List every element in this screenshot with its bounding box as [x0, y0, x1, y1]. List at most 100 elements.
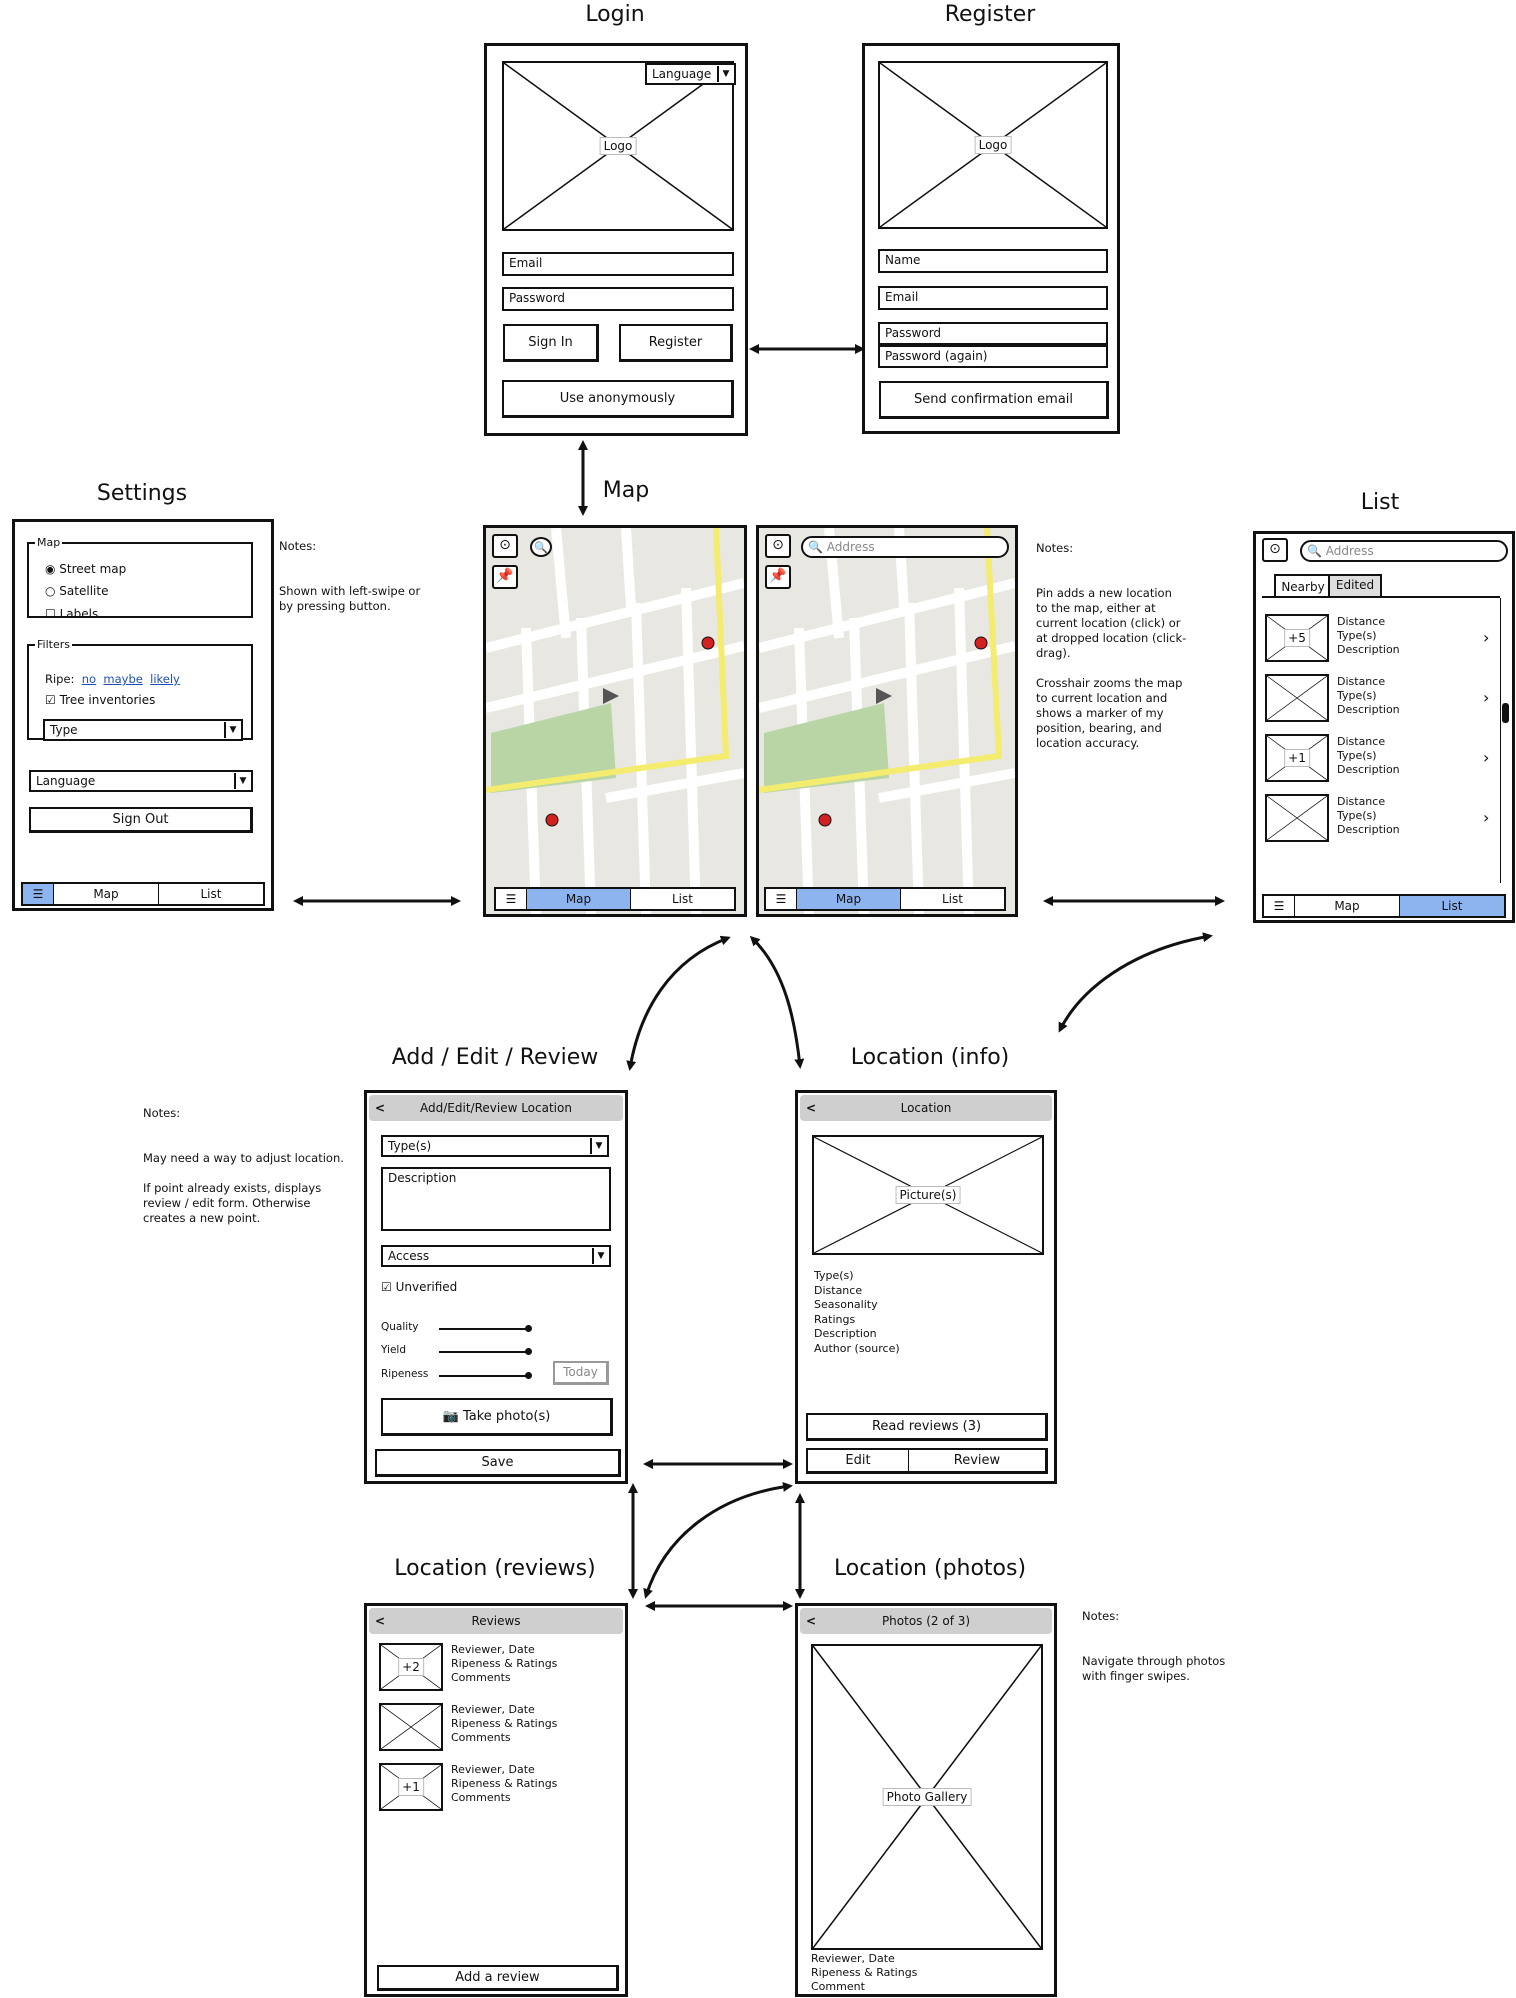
menu-icon[interactable]: ☰: [775, 892, 787, 906]
pin-icon[interactable]: 📌: [765, 565, 791, 589]
search-icon[interactable]: 🔍: [530, 537, 552, 557]
review-item[interactable]: +2 Reviewer, Date Ripeness & Ratings Com…: [379, 1643, 619, 1693]
address-search-input[interactable]: 🔍 Address: [1300, 540, 1508, 562]
tab-list[interactable]: List: [630, 889, 734, 909]
ripe-likely-link[interactable]: likely: [150, 672, 180, 686]
password-field[interactable]: Password: [502, 287, 734, 311]
menu-icon[interactable]: ☰: [23, 884, 53, 904]
email-field[interactable]: Email: [878, 286, 1108, 310]
satellite-radio[interactable]: ○ Satellite: [45, 584, 109, 598]
screen-header: < Photos (2 of 3): [800, 1608, 1052, 1634]
map-group-label: Map: [37, 536, 61, 549]
tab-map[interactable]: Map: [796, 889, 900, 909]
review-item-text: Reviewer, Date Ripeness & Ratings Commen…: [451, 1643, 557, 1685]
arrow-info-reviews: [643, 1481, 793, 1599]
use-anonymously-button[interactable]: Use anonymously: [502, 380, 734, 418]
list-item[interactable]: Distance Type(s) Description ›: [1265, 794, 1495, 844]
tab-nearby[interactable]: Nearby: [1274, 574, 1332, 598]
tab-map[interactable]: Map: [526, 889, 630, 909]
tab-map-label: Map: [93, 887, 119, 901]
address-placeholder: Address: [826, 540, 875, 554]
password-again-label: Password (again): [885, 349, 988, 363]
ripeness-slider[interactable]: [439, 1372, 532, 1379]
take-photo-button[interactable]: 📷 Take photo(s): [381, 1398, 613, 1436]
street-map-radio[interactable]: ◉ Street map: [45, 562, 127, 576]
chevron-down-icon: ▼: [717, 66, 733, 82]
yield-slider[interactable]: [439, 1348, 532, 1355]
name-label: Name: [885, 253, 921, 267]
list-item[interactable]: Distance Type(s) Description ›: [1265, 674, 1495, 724]
tab-list[interactable]: List: [1399, 896, 1504, 916]
quality-slider[interactable]: [439, 1325, 532, 1332]
read-reviews-button[interactable]: Read reviews (3): [806, 1413, 1048, 1441]
save-button[interactable]: Save: [375, 1449, 621, 1477]
description-textarea[interactable]: Description: [381, 1167, 611, 1231]
send-confirmation-button[interactable]: Send confirmation email: [879, 381, 1109, 419]
photo-count-badge: +1: [398, 1778, 424, 1796]
ripeness-ratings-label: Ripeness & Ratings: [451, 1657, 558, 1670]
notes-body: Shown with left-swipe or by pressing but…: [279, 584, 421, 613]
take-photo-label: Take photo(s): [462, 1409, 551, 1424]
ripeness-ratings-label: Ripeness & Ratings: [451, 1777, 558, 1790]
back-icon[interactable]: <: [375, 1101, 386, 1115]
ripe-no-link[interactable]: no: [81, 672, 97, 686]
photo-gallery-placeholder[interactable]: Photo Gallery: [811, 1644, 1043, 1950]
arrow-map-info: [749, 935, 805, 1069]
back-icon[interactable]: <: [375, 1614, 386, 1628]
name-field[interactable]: Name: [878, 249, 1108, 273]
thumbnail-placeholder: +1: [379, 1763, 443, 1811]
types-select[interactable]: Type(s)▼: [381, 1135, 609, 1157]
review-button[interactable]: Review: [909, 1450, 1045, 1471]
edit-review-bar: Edit Review: [806, 1448, 1048, 1474]
sign-out-button[interactable]: Sign Out: [29, 807, 253, 833]
email-field[interactable]: Email: [502, 252, 734, 276]
crosshair-icon[interactable]: ⊙: [492, 534, 518, 558]
ripe-maybe-link[interactable]: maybe: [103, 672, 143, 686]
ripe-label: Ripe:: [45, 672, 75, 686]
password-again-field[interactable]: Password (again): [878, 345, 1108, 368]
signin-button[interactable]: Sign In: [503, 324, 599, 362]
pin-icon[interactable]: 📌: [492, 565, 518, 589]
crosshair-icon[interactable]: ⊙: [1262, 538, 1288, 562]
scrollbar[interactable]: [1500, 598, 1511, 883]
crosshair-icon[interactable]: ⊙: [765, 534, 791, 558]
back-icon[interactable]: <: [806, 1101, 817, 1115]
comments-label: Comments: [451, 1791, 511, 1804]
tab-list-label: List: [200, 887, 222, 901]
address-search-input[interactable]: 🔍 Address: [801, 536, 1009, 558]
edit-button[interactable]: Edit: [808, 1450, 909, 1471]
password-field[interactable]: Password: [878, 322, 1108, 345]
tab-map[interactable]: Map: [53, 884, 158, 904]
notes-heading: Notes:: [279, 539, 317, 553]
access-select[interactable]: Access▼: [381, 1245, 611, 1267]
language-select[interactable]: Language ▼: [645, 63, 736, 85]
review-item[interactable]: Reviewer, Date Ripeness & Ratings Commen…: [379, 1703, 619, 1753]
menu-icon[interactable]: ☰: [1273, 899, 1285, 913]
review-item[interactable]: +1 Reviewer, Date Ripeness & Ratings Com…: [379, 1763, 619, 1813]
unverified-checkbox[interactable]: ☑ Unverified: [381, 1280, 458, 1294]
map-notes: Notes: Pin adds a new location to the ma…: [1036, 526, 1186, 766]
map-canvas[interactable]: [486, 528, 744, 914]
menu-icon[interactable]: ☰: [505, 892, 517, 906]
ripeness-ratings-label: Ripeness & Ratings: [451, 1717, 558, 1730]
labels-checkbox[interactable]: ☐ Labels: [45, 607, 99, 621]
tab-edited[interactable]: Edited: [1328, 574, 1382, 598]
language-select[interactable]: Language▼: [29, 770, 253, 792]
map-canvas[interactable]: [759, 528, 1015, 914]
unverified-label: Unverified: [395, 1280, 458, 1294]
list-item[interactable]: +1 Distance Type(s) Description ›: [1265, 734, 1495, 784]
tab-list[interactable]: List: [900, 889, 1004, 909]
tree-inventories-checkbox[interactable]: ☑ Tree inventories: [45, 693, 156, 707]
type-select[interactable]: Type▼: [43, 719, 243, 741]
register-button[interactable]: Register: [619, 324, 733, 362]
header-title: Location: [900, 1101, 952, 1115]
location-photos-screen: < Photos (2 of 3) Photo Gallery Reviewer…: [795, 1603, 1057, 1997]
tab-list[interactable]: List: [158, 884, 263, 904]
register-screen: Logo Name Email Password Password (again…: [862, 43, 1120, 434]
today-button[interactable]: Today: [553, 1361, 609, 1385]
add-review-button[interactable]: Add a review: [377, 1965, 619, 1991]
back-icon[interactable]: <: [806, 1614, 817, 1628]
comments-label: Comments: [451, 1671, 511, 1684]
list-item[interactable]: +5 Distance Type(s) Description ›: [1265, 614, 1495, 664]
tab-map[interactable]: Map: [1294, 896, 1399, 916]
